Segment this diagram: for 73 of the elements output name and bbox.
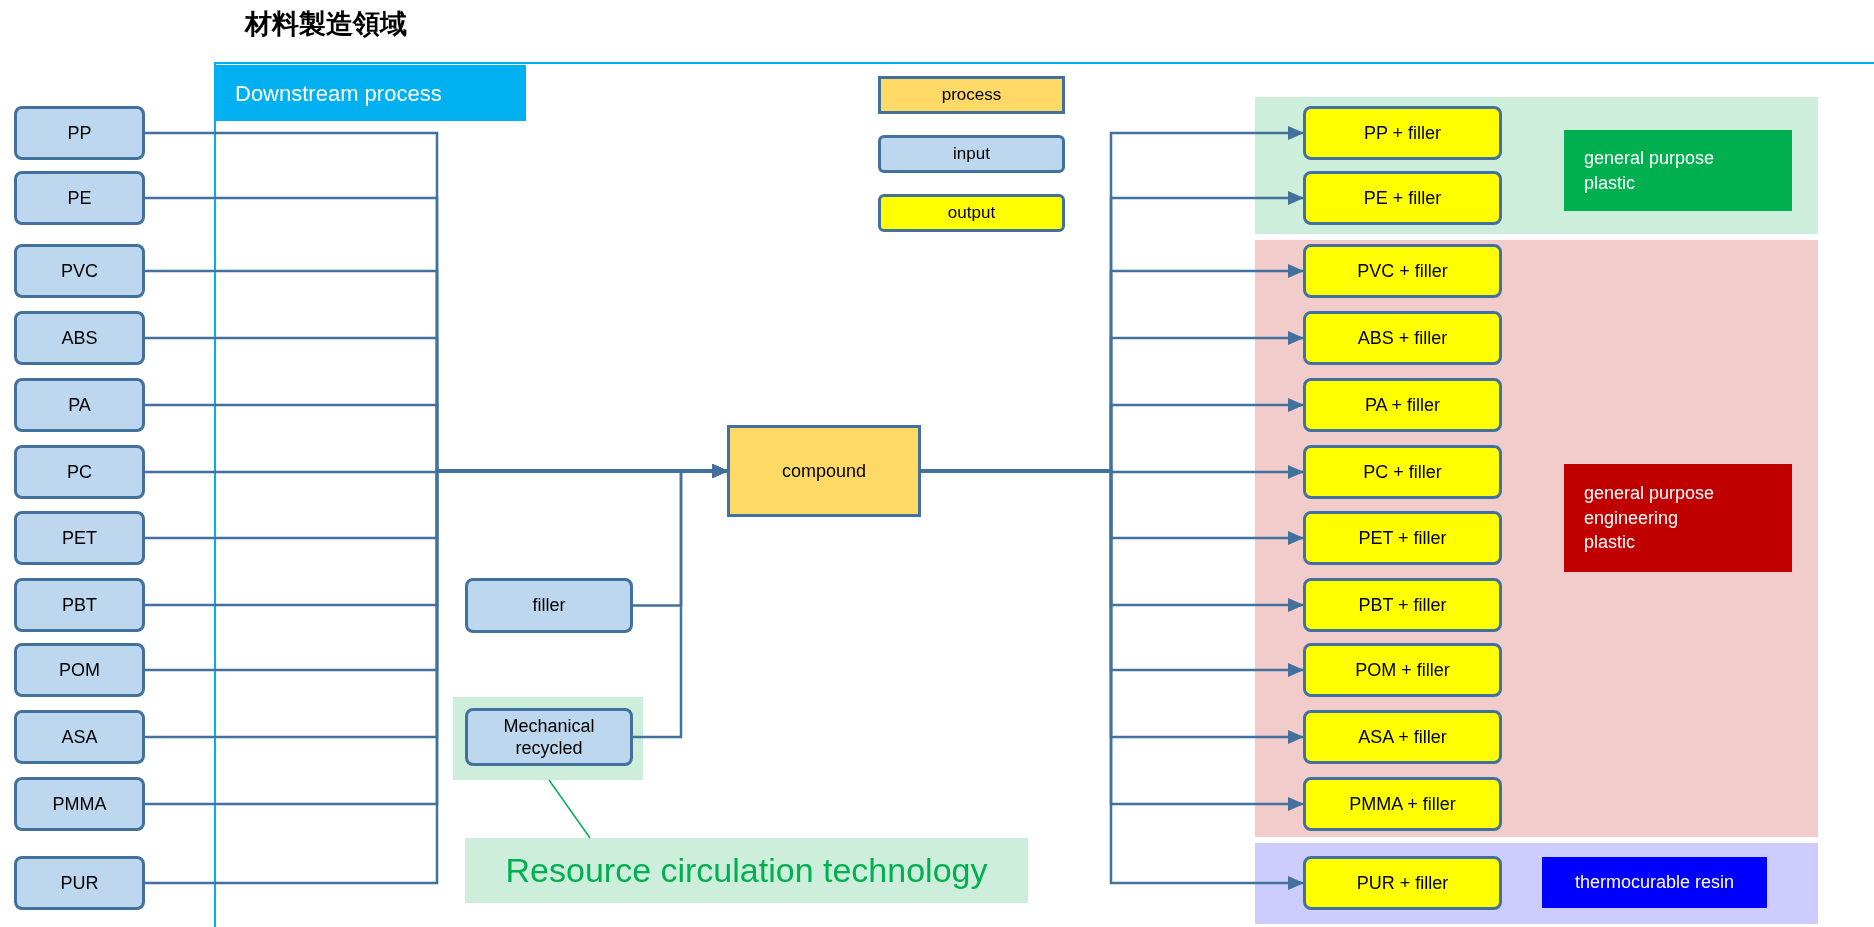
input-box xyxy=(14,777,145,831)
input-box xyxy=(14,171,145,225)
node-label: PP xyxy=(67,121,92,145)
node-label: PMMA xyxy=(52,792,107,816)
leader-line xyxy=(548,779,591,839)
node-label: thermocurable resin xyxy=(1574,871,1735,894)
output-box xyxy=(1303,445,1502,499)
output-box xyxy=(1303,311,1502,365)
node-label: PVC xyxy=(61,259,98,283)
process-box xyxy=(727,425,921,517)
output-box xyxy=(1303,378,1502,432)
output-box xyxy=(1303,856,1502,910)
node-label: PC + filler xyxy=(1363,460,1442,484)
legend-label: input xyxy=(953,143,990,166)
node-label: ABS xyxy=(61,326,98,350)
node-label: general purpose engineering plastic xyxy=(1584,481,1716,555)
node-label: Downstream process xyxy=(235,79,442,108)
group-band xyxy=(1255,97,1818,234)
group-band xyxy=(1255,240,1818,837)
input-box xyxy=(465,578,633,633)
input-box xyxy=(14,643,145,697)
node-label: PUR + filler xyxy=(1356,871,1449,895)
node-label: PE xyxy=(67,186,92,210)
node-label: ASA xyxy=(61,725,98,749)
input-box xyxy=(465,708,633,766)
node-label: PP + filler xyxy=(1363,121,1442,145)
node-label: PMMA + filler xyxy=(1349,792,1456,816)
output-box xyxy=(1303,578,1502,632)
category-label xyxy=(1542,857,1767,908)
node-label: ABS + filler xyxy=(1357,326,1448,350)
node-label: PA xyxy=(68,393,91,417)
node-label: PET xyxy=(62,526,97,550)
node-label: PUR xyxy=(60,871,99,895)
node-label: filler xyxy=(532,594,566,617)
node-label: Mechanical recycled xyxy=(502,714,596,760)
node-label: PC xyxy=(67,460,92,484)
input-box xyxy=(14,311,145,365)
node-label: Resource circulation technology xyxy=(505,850,988,891)
legend-label: process xyxy=(941,84,1002,107)
highlight-band xyxy=(453,697,643,780)
input-box xyxy=(14,244,145,298)
input-box xyxy=(14,445,145,499)
node-label: general purpose plastic xyxy=(1584,146,1716,195)
node-label: PA + filler xyxy=(1364,393,1441,417)
node-label: PET + filler xyxy=(1358,526,1447,550)
input-box xyxy=(14,378,145,432)
input-box xyxy=(14,511,145,565)
category-label xyxy=(1564,464,1792,572)
diagram-title: 材料製造領域 xyxy=(245,8,407,41)
node-label: compound xyxy=(781,459,867,483)
legend-label: output xyxy=(947,202,996,225)
output-box xyxy=(1303,643,1502,697)
node-label: PVC + filler xyxy=(1357,259,1448,283)
node-label: POM + filler xyxy=(1355,658,1450,682)
output-box xyxy=(1303,710,1502,764)
input-box xyxy=(14,856,145,910)
output-box xyxy=(1303,777,1502,831)
section-banner xyxy=(215,65,526,121)
output-box xyxy=(1303,244,1502,298)
node-label: PE + filler xyxy=(1363,186,1442,210)
group-band xyxy=(1255,843,1818,924)
input-box xyxy=(14,578,145,632)
note-box xyxy=(465,838,1028,903)
category-label xyxy=(1564,130,1792,211)
input-box xyxy=(14,106,145,160)
input-box xyxy=(14,710,145,764)
node-label: PBT + filler xyxy=(1358,593,1447,617)
node-label: POM xyxy=(59,658,100,682)
output-box xyxy=(1303,171,1502,225)
node-label: PBT xyxy=(62,593,97,617)
output-box xyxy=(1303,511,1502,565)
output-box xyxy=(1303,106,1502,160)
node-label: ASA + filler xyxy=(1358,725,1447,749)
